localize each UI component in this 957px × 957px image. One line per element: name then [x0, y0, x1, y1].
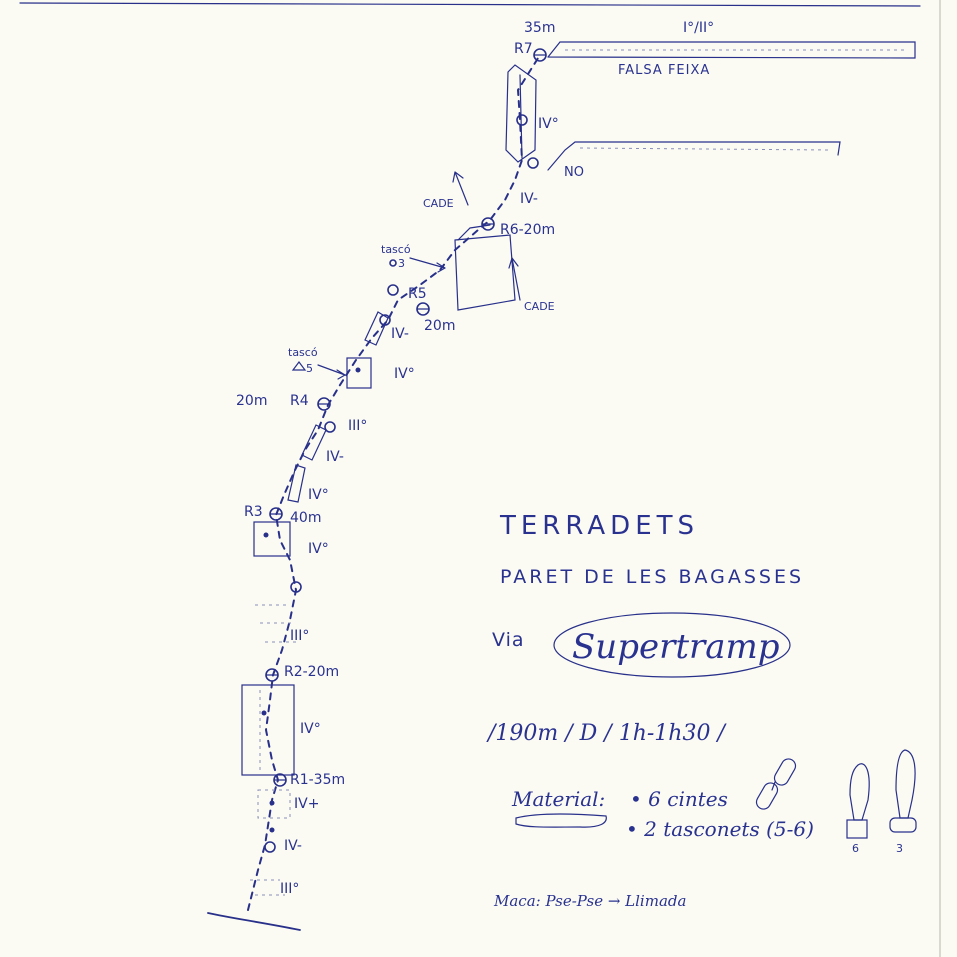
label-r5-length: 20m [424, 318, 455, 334]
block-cade [454, 234, 516, 311]
label-r2: R2-20m [284, 664, 339, 680]
crag-title: TERRADETS [499, 511, 699, 541]
block-r3 [253, 521, 291, 557]
label-r3: R3 [244, 504, 263, 520]
dot-p2 [261, 710, 267, 716]
tasco-upper-symbol [389, 259, 397, 267]
label-35m: 35m [524, 20, 555, 36]
bolt-p7 [516, 114, 528, 126]
route-prefix: Via [492, 629, 525, 651]
belay-r7 [533, 48, 547, 62]
quickdraw-icon [755, 758, 797, 810]
paper-top-line [19, 2, 921, 7]
block-tasco [346, 357, 372, 389]
arrow-tasco-lower [317, 364, 346, 380]
route-summary: /190m / D / 1h-1h30 / [486, 721, 727, 746]
tasco-lower-symbol [291, 361, 307, 371]
bolt-p5a [387, 284, 399, 296]
dihedral-p7-crack [519, 74, 523, 159]
grade-p6: IV- [520, 191, 538, 207]
route-name-oval [553, 612, 791, 678]
belay-r5 [416, 302, 430, 316]
block-p1 [257, 789, 291, 819]
crack-p4a [287, 464, 306, 503]
grade-p3: IV° [308, 541, 329, 557]
grade-p3b: III° [290, 628, 309, 644]
label-no: NO [564, 165, 584, 180]
arrow-cade-right [508, 257, 521, 301]
label-r3-length: 40m [290, 510, 321, 526]
arrow-cade-left [452, 171, 469, 206]
route-line [247, 54, 541, 911]
dot-p1b [269, 800, 275, 806]
belay-r3 [269, 507, 283, 521]
bolt-p4 [324, 421, 336, 433]
grade-p5a: IV- [391, 326, 409, 342]
grade-p1a: IV+ [294, 796, 319, 812]
nut-size-3: 3 [896, 842, 903, 855]
label-tasco-upper-size: 3 [398, 257, 405, 270]
material-item-tasconets: • 2 tasconets (5-6) [626, 817, 814, 841]
ground-line [207, 912, 301, 931]
ledge-no-dash [579, 147, 831, 151]
belay-r6 [481, 217, 495, 231]
ledge-falsa-feixa [547, 41, 916, 59]
maca-note: Maca: Pse-Pse → Llimada [493, 892, 686, 910]
grade-p4b: IV- [326, 449, 344, 465]
grade-p4a: III° [348, 418, 367, 434]
belay-r4 [317, 397, 331, 411]
bolt-p6 [527, 157, 539, 169]
grade-p5b: IV° [394, 366, 415, 382]
label-exit-grade: I°/II° [683, 20, 714, 36]
label-r6: R6-20m [500, 222, 555, 238]
block-cade-top [457, 224, 491, 241]
grade-p1c: III° [280, 881, 299, 897]
label-r4: R4 [290, 393, 309, 409]
crack-p4b [301, 424, 327, 461]
grade-p7: IV° [538, 116, 559, 132]
block-p2 [241, 684, 295, 776]
belay-r1 [273, 773, 287, 787]
grade-p2: IV° [300, 721, 321, 737]
wall-title: PARET DE LES BAGASSES [500, 566, 804, 588]
nut-icon-3 [889, 749, 917, 833]
label-tasco-upper: tascó [381, 243, 411, 256]
bolt-p1 [264, 841, 276, 853]
label-r1: R1-35m [290, 772, 345, 788]
bolt-p5b [379, 314, 391, 326]
label-falsa-feixa: FALSA FEIXA [618, 63, 710, 78]
material-label: Material: [511, 787, 605, 811]
arrow-tasco-upper [409, 257, 446, 273]
dot-tasco [355, 367, 361, 373]
dot-p1 [269, 827, 275, 833]
sling-icon [515, 813, 607, 828]
label-r5: R5 [408, 286, 427, 302]
material-item-cintes: • 6 cintes [630, 787, 728, 811]
dihedral-p7 [505, 64, 537, 163]
nut-icon-6 [846, 763, 870, 839]
nut-size-6: 6 [852, 842, 859, 855]
label-cade-right: CADE [524, 300, 555, 313]
label-r7: R7 [514, 41, 533, 57]
label-r4-length: 20m [236, 393, 267, 409]
dot-r3 [263, 532, 269, 538]
grade-p4c: IV° [308, 487, 329, 503]
label-tasco-lower: tascó [288, 346, 318, 359]
label-tasco-lower-size: 5 [306, 362, 313, 375]
route-name: Supertramp [572, 627, 780, 667]
grade-p1b: IV- [284, 838, 302, 854]
crack-p5 [364, 311, 389, 346]
belay-r2 [265, 668, 279, 682]
bolt-p3 [290, 581, 302, 593]
ledge-no [547, 141, 841, 171]
label-cade-left: CADE [423, 197, 454, 210]
